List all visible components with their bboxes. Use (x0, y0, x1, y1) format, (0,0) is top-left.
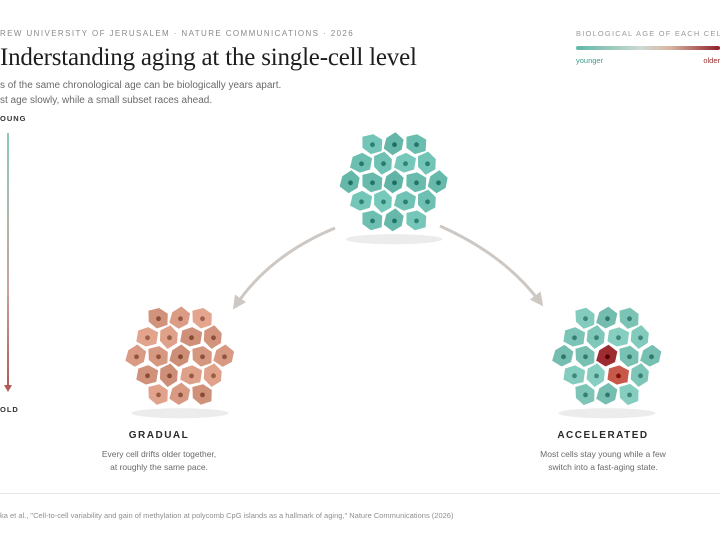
cell-nucleus (605, 392, 610, 398)
cell-nucleus (594, 373, 599, 379)
cell-nucleus (359, 199, 364, 205)
cell-nucleus (156, 316, 161, 322)
cell-nucleus (425, 161, 430, 167)
cell-nucleus (403, 199, 408, 205)
axis-young-label: OUNG (0, 114, 27, 123)
accelerated-cell-cluster (550, 304, 664, 419)
gradual-cell-cluster (123, 304, 236, 419)
cell-nucleus (616, 373, 621, 379)
cell-nucleus (436, 180, 441, 186)
cell-nucleus (414, 142, 419, 148)
footer-divider (0, 493, 720, 494)
subtitle-line-1: s of the same chronological age can be b… (0, 80, 282, 91)
cell-nucleus (572, 373, 577, 379)
cell-nucleus (425, 199, 430, 205)
cell-nucleus (572, 335, 577, 341)
cell-nucleus (381, 199, 386, 205)
cell-nucleus (359, 161, 364, 167)
cell-nucleus (414, 180, 419, 186)
legend-younger-label: younger (576, 56, 604, 65)
accelerated-desc-line-1: Most cells stay young while a few (540, 449, 666, 459)
arrow-to-accelerated (439, 224, 544, 307)
cell-nucleus (145, 335, 150, 341)
cell-nucleus (627, 354, 632, 360)
cell-nucleus (189, 335, 194, 341)
cluster-shadow (345, 234, 443, 245)
cell-nucleus (583, 392, 588, 398)
gradual-label: GRADUAL (128, 430, 190, 441)
accelerated-description: Most cells stay young while a few switch… (513, 448, 693, 474)
cell-nucleus (156, 354, 161, 360)
cell-nucleus (189, 373, 194, 379)
cell-nucleus (167, 335, 172, 341)
accelerated-desc-line-2: switch into a fast-aging state. (548, 462, 658, 472)
age-axis-line (7, 133, 9, 387)
cell-nucleus (211, 335, 216, 341)
cell-nucleus (649, 354, 654, 360)
cell-nucleus (167, 373, 172, 379)
cell-nucleus (370, 218, 375, 224)
page-title: Inderstanding aging at the single-cell l… (0, 44, 417, 71)
cell-nucleus (403, 161, 408, 167)
cell-nucleus (392, 142, 397, 148)
cell-nucleus (370, 180, 375, 186)
cell-nucleus (638, 335, 643, 341)
cluster-shadow (131, 408, 229, 419)
legend-older-label: older (703, 56, 720, 65)
cell-nucleus (414, 218, 419, 224)
source-cell-cluster (337, 130, 450, 245)
cell-nucleus (134, 354, 139, 360)
cell-nucleus (583, 354, 588, 360)
cell-nucleus (178, 354, 183, 360)
cell-nucleus (627, 392, 632, 398)
cluster-shadow (558, 408, 656, 419)
accelerated-label: ACCELERATED (557, 430, 649, 441)
cell-nucleus (156, 392, 161, 398)
cell-nucleus (200, 392, 205, 398)
cell-nucleus (594, 335, 599, 341)
cell-nucleus (392, 218, 397, 224)
cell-nucleus (638, 373, 643, 379)
cell-nucleus (178, 316, 183, 322)
cell-nucleus (178, 392, 183, 398)
cell-nucleus (200, 354, 205, 360)
cell-nucleus (222, 354, 227, 360)
cell-nucleus (348, 180, 353, 186)
gradual-desc-line-1: Every cell drifts older together, (101, 449, 217, 459)
cell-nucleus (561, 354, 566, 360)
axis-old-label: OLD (0, 405, 19, 414)
citation: ka et al., "Cell-to-cell variability and… (0, 511, 454, 520)
cell-nucleus (583, 316, 588, 322)
legend-gradient-bar (576, 46, 720, 50)
gradual-desc-line-2: at roughly the same pace. (110, 462, 208, 472)
legend-title: BIOLOGICAL AGE OF EACH CELL (576, 29, 720, 38)
cell-nucleus (616, 335, 621, 341)
cell-nucleus (145, 373, 150, 379)
gradual-description: Every cell drifts older together, at rou… (69, 448, 249, 474)
cell-nucleus (370, 142, 375, 148)
legend-labels: younger older (576, 56, 720, 65)
subtitle: s of the same chronological age can be b… (0, 78, 281, 108)
cell-nucleus (605, 354, 610, 360)
cell-nucleus (605, 316, 610, 322)
cell-nucleus (211, 373, 216, 379)
cell-nucleus (381, 161, 386, 167)
cell-nucleus (200, 316, 205, 322)
arrow-to-gradual (232, 226, 336, 310)
age-legend: BIOLOGICAL AGE OF EACH CELL younger olde… (576, 29, 720, 65)
cell-nucleus (392, 180, 397, 186)
source-kicker: REW UNIVERSITY OF JERUSALEM · NATURE COM… (0, 29, 355, 38)
age-axis-arrowhead (4, 385, 12, 392)
subtitle-line-2: st age slowly, while a small subset race… (0, 95, 213, 106)
cell-nucleus (627, 316, 632, 322)
